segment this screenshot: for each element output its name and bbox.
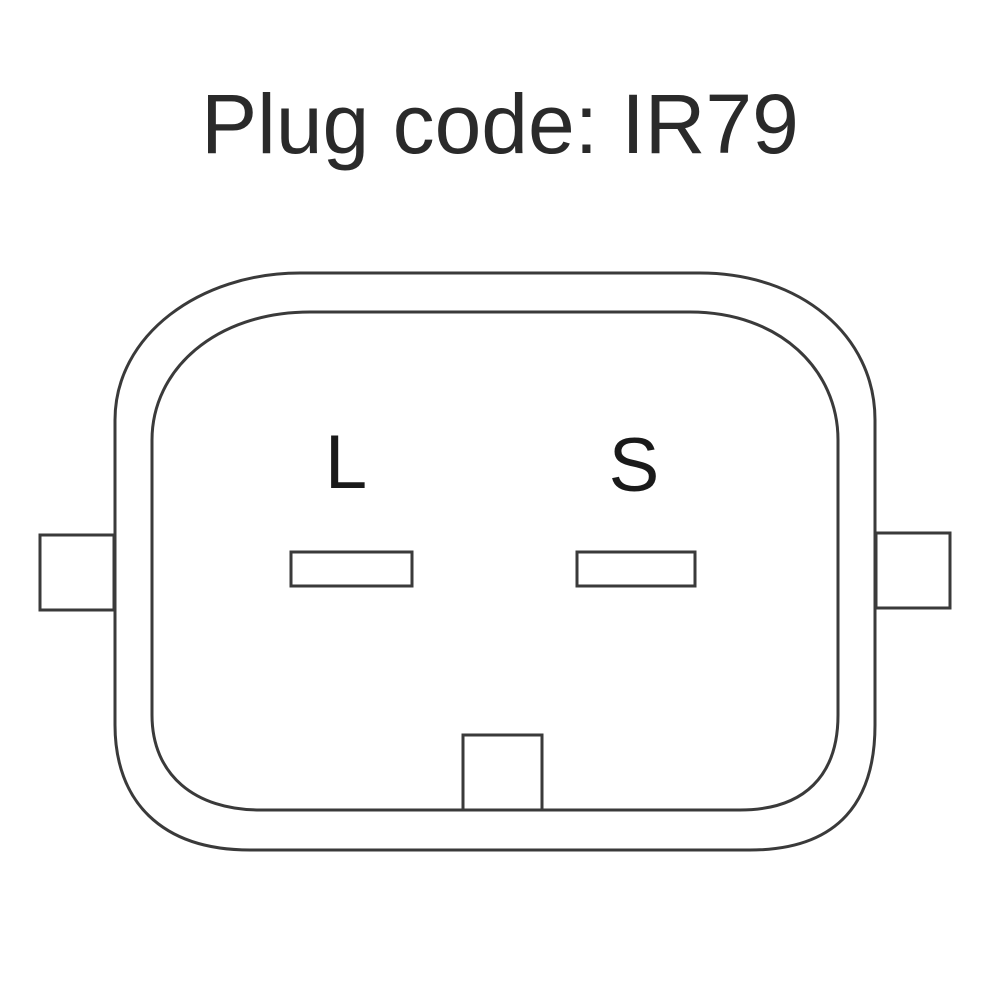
- terminal-slot-l: [289, 550, 414, 588]
- connector-inner-housing: [150, 310, 840, 812]
- bottom-key-slot: [461, 733, 544, 812]
- plug-code-title: Plug code: IR79: [201, 77, 799, 171]
- terminal-slot-s: [575, 550, 697, 588]
- pin-label-s: S: [609, 423, 660, 508]
- pin-label-l: L: [325, 420, 367, 505]
- right-latch-tab: [874, 531, 952, 610]
- left-latch-tab: [38, 533, 116, 612]
- connector-outer-housing: [113, 271, 877, 852]
